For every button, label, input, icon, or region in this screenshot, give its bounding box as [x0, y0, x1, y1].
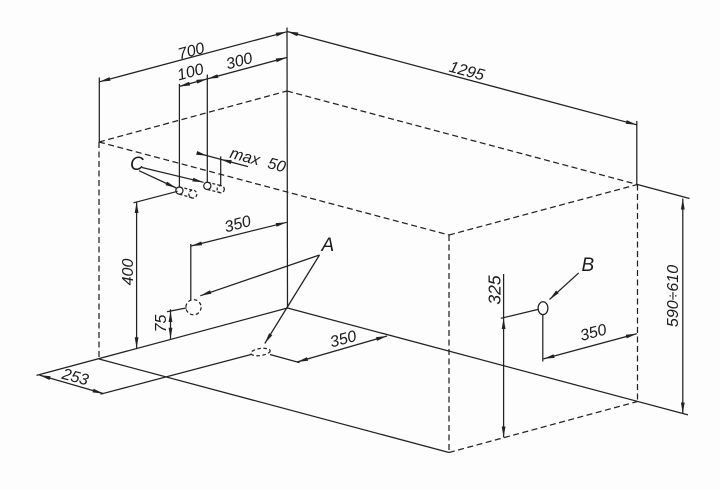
svg-text:350: 350 [578, 321, 608, 344]
svg-text:350: 350 [328, 328, 358, 351]
svg-text:100: 100 [175, 61, 205, 84]
svg-text:300: 300 [224, 50, 254, 73]
svg-text:C: C [130, 154, 144, 175]
svg-text:1295: 1295 [447, 59, 486, 85]
svg-text:75: 75 [153, 315, 170, 333]
svg-text:325: 325 [485, 275, 505, 304]
svg-text:B: B [582, 255, 595, 276]
svg-text:700: 700 [176, 40, 206, 63]
svg-text:max 50: max 50 [228, 145, 287, 176]
svg-text:253: 253 [59, 366, 90, 390]
svg-text:A: A [321, 235, 335, 256]
svg-text:400: 400 [120, 259, 137, 286]
svg-text:590÷610: 590÷610 [665, 265, 682, 327]
svg-text:350: 350 [223, 213, 253, 236]
